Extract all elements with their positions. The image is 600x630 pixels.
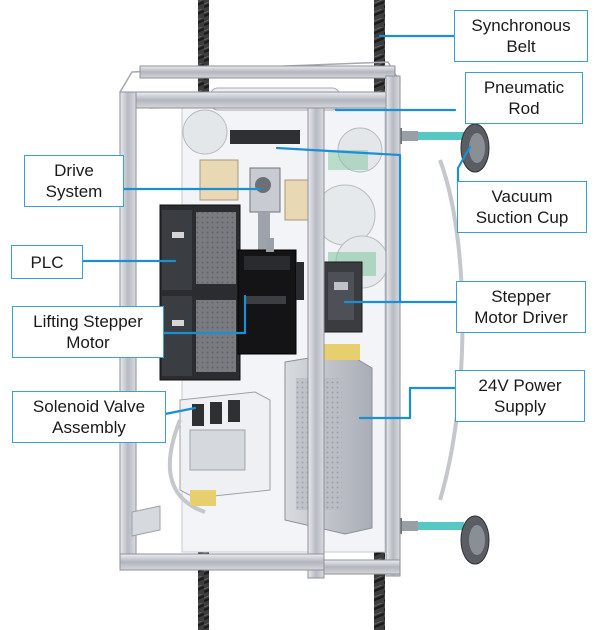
leader-lifting-stepper-motor <box>161 294 247 335</box>
label-line: Rod <box>508 99 540 118</box>
label-line: 24V Power <box>478 376 562 395</box>
label-drive-system: Drive System <box>24 155 124 207</box>
label-line: Synchronous <box>471 16 571 35</box>
label-line: Assembly <box>52 418 126 437</box>
label-line: Lifting Stepper <box>33 312 143 331</box>
label-lifting-stepper-motor: Lifting Stepper Motor <box>12 306 164 358</box>
24v-power-supply-illustration <box>284 344 373 535</box>
label-line: PLC <box>30 252 64 272</box>
label-line: Suction Cup <box>475 208 569 227</box>
label-stepper-motor-driver: Stepper Motor Driver <box>456 281 586 333</box>
label-solenoid-valve-assembly: Solenoid Valve Assembly <box>12 391 166 443</box>
label-line: Pneumatic <box>483 78 565 97</box>
label-line: Vacuum <box>491 187 553 206</box>
label-vacuum-suction-cup: Vacuum Suction Cup <box>457 181 587 233</box>
leader-stepper-motor-driver <box>275 146 459 304</box>
label-synchronous-belt: Synchronous Belt <box>454 10 588 62</box>
label-pneumatic-rod: Pneumatic Rod <box>465 72 583 124</box>
label-24v-power-supply: 24V Power Supply <box>455 370 585 422</box>
lifting-stepper-motor-illustration <box>237 238 304 355</box>
aluminium-frame-illustration <box>118 61 401 579</box>
label-line: Supply <box>494 397 546 416</box>
vacuum-suction-cup-illustration <box>390 123 490 565</box>
label-line: Solenoid Valve <box>32 397 146 416</box>
label-line: Motor Driver <box>474 308 568 327</box>
label-line: Drive <box>54 161 94 180</box>
label-line: System <box>45 182 103 201</box>
plc-illustration <box>159 204 241 381</box>
solenoid-valve-illustration <box>167 391 271 514</box>
stepper-motor-driver-illustration <box>319 261 363 333</box>
label-plc: PLC <box>11 245 83 279</box>
leader-24v-power-supply <box>358 386 458 420</box>
label-line: Belt <box>506 37 536 56</box>
leader-solenoid-valve-assembly <box>163 406 197 416</box>
label-line: Stepper <box>491 287 551 306</box>
label-line: Motor <box>66 333 110 352</box>
